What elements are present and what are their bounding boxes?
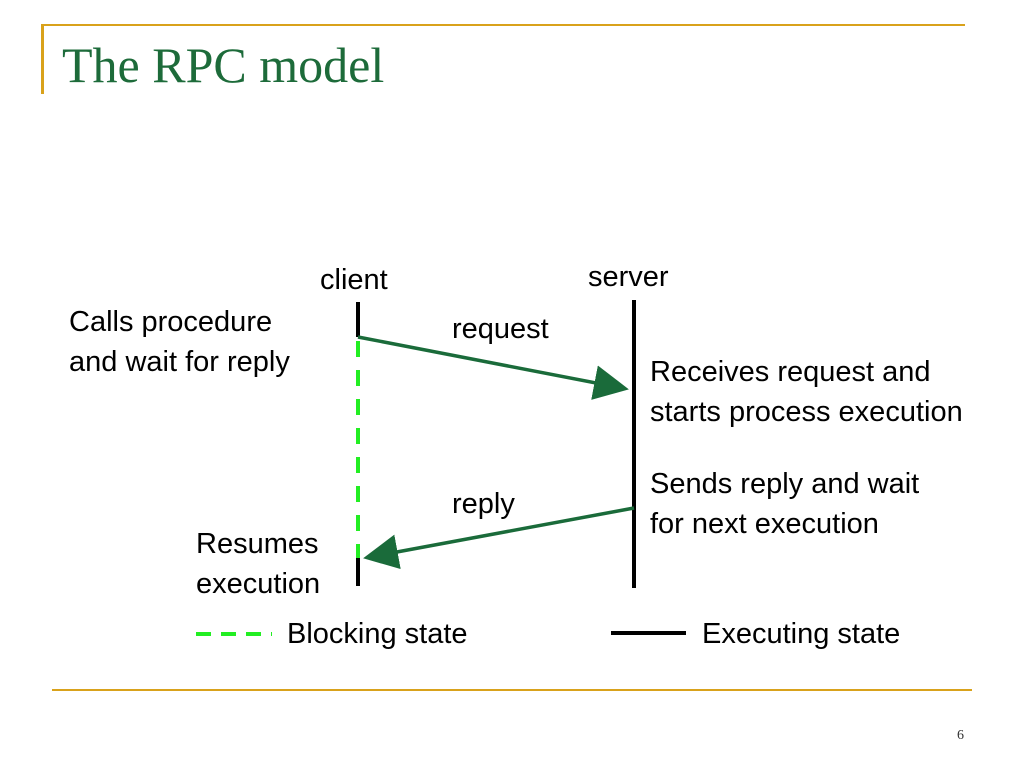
slide-title: The RPC model [62,37,385,93]
reply-label: reply [452,488,515,520]
server-reply-note-line: for next execution [650,508,879,540]
reply-arrow [363,506,635,570]
request-arrow [357,335,629,400]
client-label: client [320,264,388,296]
server-reply-note-line: Sends reply and wait [650,468,920,500]
client-resume-note-line: execution [196,568,321,600]
server-label: server [588,261,669,293]
page-number: 6 [957,728,964,743]
legend-blocking-label: Blocking state [287,618,468,650]
frame-left-line [41,24,44,94]
client-resume-note-line: Resumes [196,528,319,560]
server-receive-note-line: starts process execution [650,396,963,428]
client-call-note-line: Calls procedure [69,306,273,338]
frame-bottom-line [52,689,972,691]
client-call-note-line: and wait for reply [69,346,290,378]
legend-executing-label: Executing state [702,618,901,650]
frame-top-line [41,24,965,26]
server-receive-note-line: Receives request and [650,356,931,388]
request-label: request [452,313,549,345]
